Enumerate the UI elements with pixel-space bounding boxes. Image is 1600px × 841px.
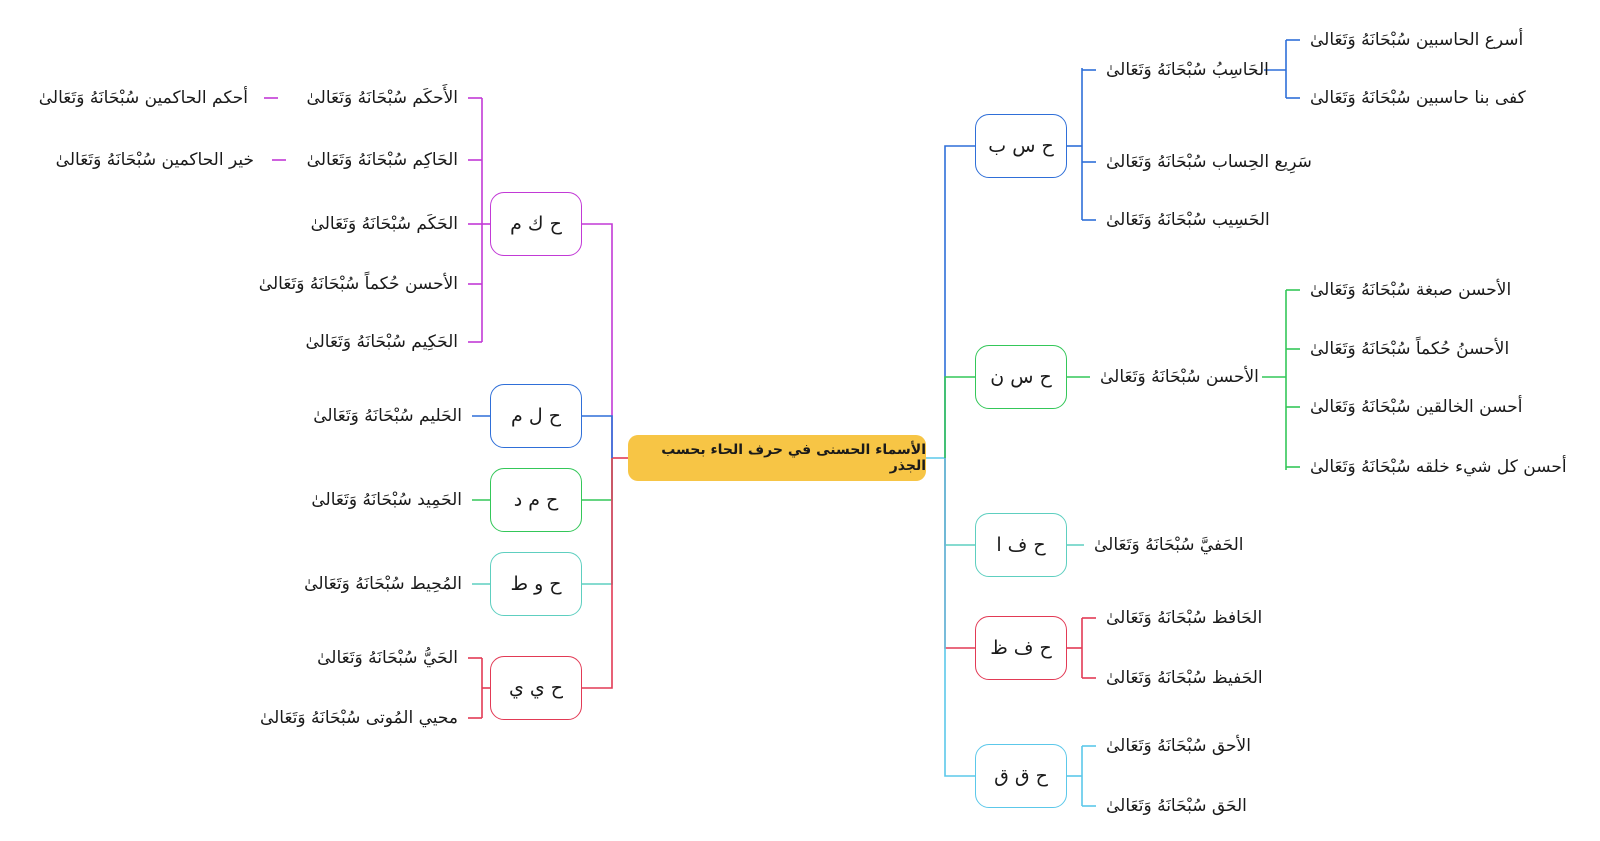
name-label[interactable]: أسرع الحاسبين سُبْحَانَهُ وَتَعَالىٰ [1310, 30, 1524, 50]
name-label[interactable]: الحَمِيد سُبْحَانَهُ وَتَعَالىٰ [311, 490, 462, 510]
name-label[interactable]: الأحسن حُكماً سُبْحَانَهُ وَتَعَالىٰ [258, 274, 458, 294]
name-label[interactable]: أحكم الحاكمين سُبْحَانَهُ وَتَعَالىٰ [38, 88, 248, 108]
name-label[interactable]: سَرِيع الحِساب سُبْحَانَهُ وَتَعَالىٰ [1106, 152, 1312, 172]
root-node-left-4[interactable]: ح ي ي [490, 656, 582, 720]
name-label[interactable]: الحَليم سُبْحَانَهُ وَتَعَالىٰ [313, 406, 462, 426]
name-label[interactable]: الحَكِيم سُبْحَانَهُ وَتَعَالىٰ [305, 332, 458, 352]
name-label[interactable]: الحَاكِم سُبْحَانَهُ وَتَعَالىٰ [306, 150, 458, 170]
branch-line [582, 458, 613, 689]
root-node-1[interactable]: ح س ن [975, 345, 1067, 409]
root-node-left-1[interactable]: ح ل م [490, 384, 582, 448]
root-node-left-0[interactable]: ح ك م [490, 192, 582, 256]
branch-line [944, 145, 975, 458]
root-node-2[interactable]: ح ف ا [975, 513, 1067, 577]
name-label[interactable]: محيي المُوتى سُبْحَانَهُ وَتَعَالىٰ [259, 708, 458, 728]
branch-line [582, 415, 613, 458]
name-label[interactable]: الحَق سُبْحَانَهُ وَتَعَالىٰ [1106, 796, 1247, 816]
name-label[interactable]: الحَفيَّ سُبْحَانَهُ وَتَعَالىٰ [1094, 535, 1244, 555]
name-label[interactable]: كفى بنا حاسبين سُبْحَانَهُ وَتَعَالىٰ [1310, 88, 1526, 108]
name-label[interactable]: أحسن كل شيء خلقه سُبْحَانَهُ وَتَعَالىٰ [1310, 457, 1567, 477]
branch-line [944, 458, 975, 777]
root-node-4[interactable]: ح ق ق [975, 744, 1067, 808]
name-label[interactable]: الحَيُّ سُبْحَانَهُ وَتَعَالىٰ [317, 648, 458, 668]
central-topic[interactable]: الأسماء الحسنى في حرف الحاء بحسب الجذر [628, 435, 926, 481]
root-node-left-2[interactable]: ح م د [490, 468, 582, 532]
branch-line [944, 376, 975, 458]
root-node-left-3[interactable]: ح و ط [490, 552, 582, 616]
name-label[interactable]: المُحِيط سُبْحَانَهُ وَتَعَالىٰ [304, 574, 462, 594]
name-label[interactable]: الأَحكَم سُبْحَانَهُ وَتَعَالىٰ [306, 88, 458, 108]
root-node-0[interactable]: ح س ب [975, 114, 1067, 178]
name-label[interactable]: الحَافظ سُبْحَانَهُ وَتَعَالىٰ [1106, 608, 1263, 628]
name-label[interactable]: الحَكَم سُبْحَانَهُ وَتَعَالىٰ [310, 214, 458, 234]
name-label[interactable]: الأحسن صبغة سُبْحَانَهُ وَتَعَالىٰ [1310, 280, 1512, 300]
name-label[interactable]: الحَاسِبُ سُبْحَانَهُ وَتَعَالىٰ [1106, 60, 1269, 80]
name-label[interactable]: الأحق سُبْحَانَهُ وَتَعَالىٰ [1106, 736, 1251, 756]
name-label[interactable]: الحَفيظ سُبْحَانَهُ وَتَعَالىٰ [1106, 668, 1263, 688]
root-node-3[interactable]: ح ف ظ [975, 616, 1067, 680]
branch-line [582, 223, 613, 458]
name-label[interactable]: خير الحاكمين سُبْحَانَهُ وَتَعَالىٰ [55, 150, 254, 170]
name-label[interactable]: الأحسنُ حُكماً سُبْحَانَهُ وَتَعَالىٰ [1310, 339, 1510, 359]
name-label[interactable]: الأحسن سُبْحَانَهُ وَتَعَالىٰ [1100, 367, 1259, 387]
name-label[interactable]: الحَسِيب سُبْحَانَهُ وَتَعَالىٰ [1106, 210, 1270, 230]
name-label[interactable]: أحسن الخالقين سُبْحَانَهُ وَتَعَالىٰ [1310, 397, 1523, 417]
